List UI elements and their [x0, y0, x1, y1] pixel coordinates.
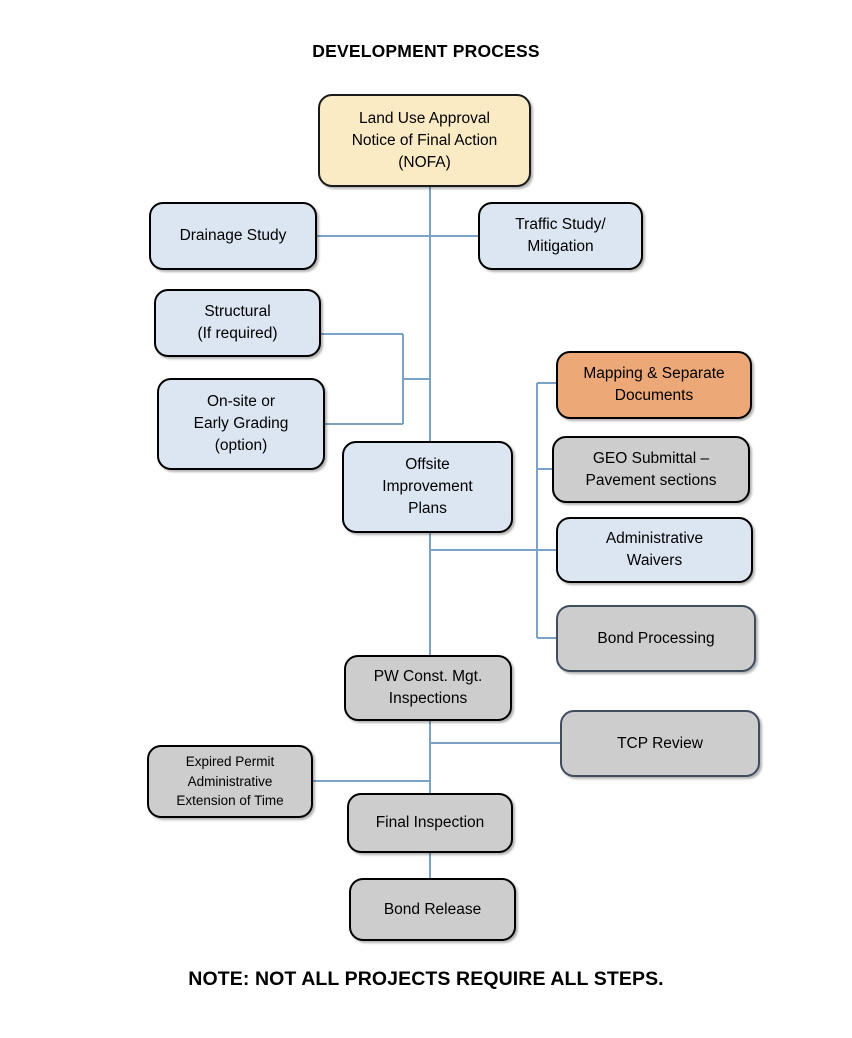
- node-bond-release[interactable]: Bond Release: [349, 878, 516, 941]
- node-tcp-review[interactable]: TCP Review: [560, 710, 760, 777]
- node-onsite-early-grading[interactable]: On-site or Early Grading (option): [157, 378, 325, 470]
- node-label: On-site or Early Grading (option): [193, 393, 289, 454]
- node-label: Land Use Approval Notice of Final Action…: [351, 109, 498, 171]
- node-land-use-approval-nofa[interactable]: Land Use Approval Notice of Final Action…: [318, 94, 531, 187]
- node-administrative-waivers[interactable]: Administrative Waivers: [556, 517, 753, 583]
- node-label: Administrative Waivers: [605, 530, 704, 569]
- node-label: Mapping & Separate Documents: [583, 365, 725, 404]
- node-label: Offsite Improvement Plans: [382, 456, 473, 517]
- node-offsite-improvement-plans[interactable]: Offsite Improvement Plans: [342, 441, 513, 533]
- node-label: Bond Release: [383, 900, 482, 918]
- node-bond-processing[interactable]: Bond Processing: [556, 605, 756, 672]
- node-label: Traffic Study/ Mitigation: [515, 216, 606, 255]
- node-label: GEO Submittal – Pavement sections: [585, 449, 717, 489]
- node-expired-permit-extension-of-time[interactable]: Expired Permit Administrative Extension …: [147, 745, 313, 818]
- node-label: Bond Processing: [597, 629, 715, 647]
- node-label: Drainage Study: [179, 227, 287, 244]
- node-mapping-separate-documents[interactable]: Mapping & Separate Documents: [556, 351, 752, 419]
- node-pw-const-mgt-inspections[interactable]: PW Const. Mgt. Inspections: [344, 655, 512, 721]
- node-structural-if-required[interactable]: Structural (If required): [154, 289, 321, 357]
- node-final-inspection[interactable]: Final Inspection: [347, 793, 513, 853]
- node-label: TCP Review: [617, 734, 703, 752]
- node-label: PW Const. Mgt. Inspections: [373, 668, 483, 707]
- node-traffic-study-mitigation[interactable]: Traffic Study/ Mitigation: [478, 202, 643, 270]
- diagram-note: NOTE: NOT ALL PROJECTS REQUIRE ALL STEPS…: [188, 968, 664, 990]
- node-geo-submittal-pavement-sections[interactable]: GEO Submittal – Pavement sections: [552, 436, 750, 503]
- node-drainage-study[interactable]: Drainage Study: [149, 202, 317, 270]
- node-label: Expired Permit Administrative Extension …: [176, 753, 284, 809]
- node-label: Structural (If required): [197, 303, 278, 342]
- page-title: DEVELOPMENT PROCESS: [312, 41, 540, 61]
- node-label: Final Inspection: [375, 814, 485, 831]
